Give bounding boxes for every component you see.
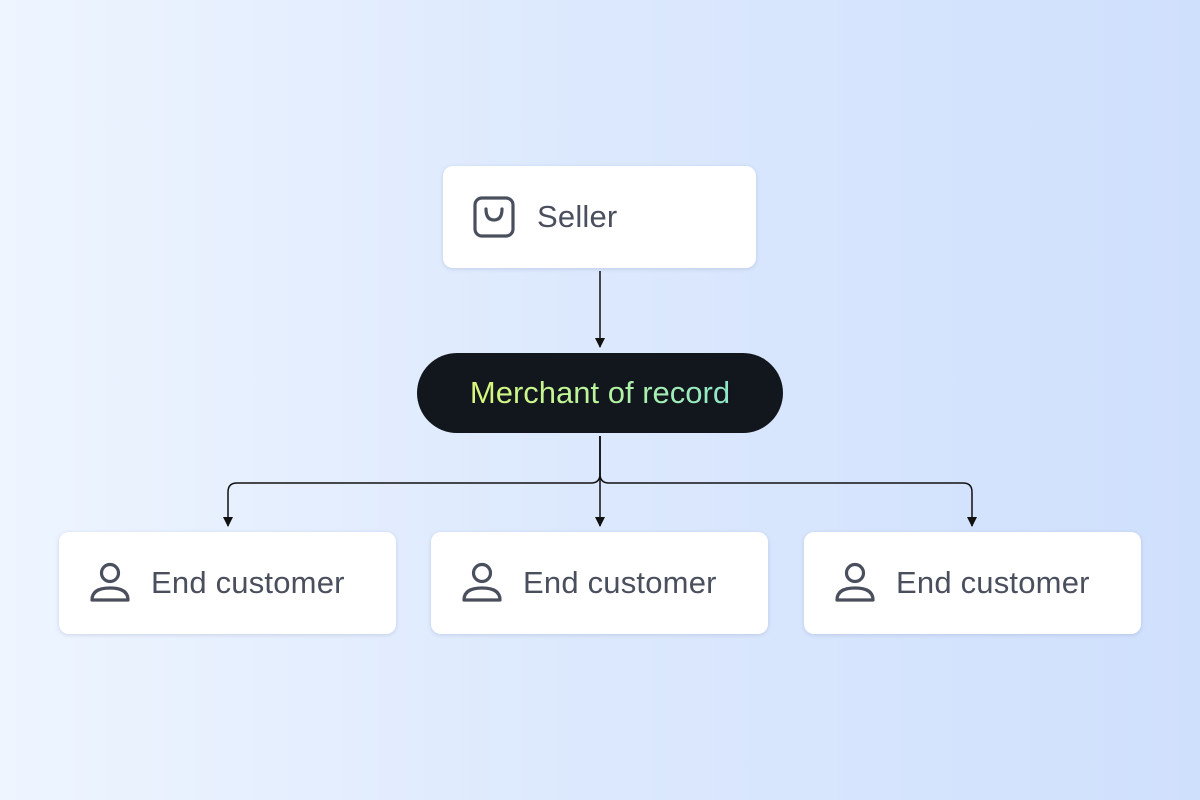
end-customer-label: End customer — [151, 565, 345, 600]
end-customer-label: End customer — [896, 565, 1090, 600]
seller-label: Seller — [537, 199, 618, 234]
shopping-bag-icon — [471, 194, 517, 240]
seller-node: Seller — [443, 166, 756, 268]
edge-merchant-to-customer-3 — [599, 436, 977, 527]
end-customer-node-3: End customer — [804, 532, 1141, 634]
end-customer-node-2: End customer — [431, 532, 768, 634]
edge-merchant-to-customer-1 — [223, 436, 601, 527]
user-icon — [87, 560, 133, 606]
user-icon — [459, 560, 505, 606]
merchant-of-record-label: Merchant of record — [469, 375, 731, 410]
user-icon — [832, 560, 878, 606]
merchant-of-record-node: Merchant of record — [417, 353, 783, 433]
end-customer-label: End customer — [523, 565, 717, 600]
end-customer-node-1: End customer — [59, 532, 396, 634]
